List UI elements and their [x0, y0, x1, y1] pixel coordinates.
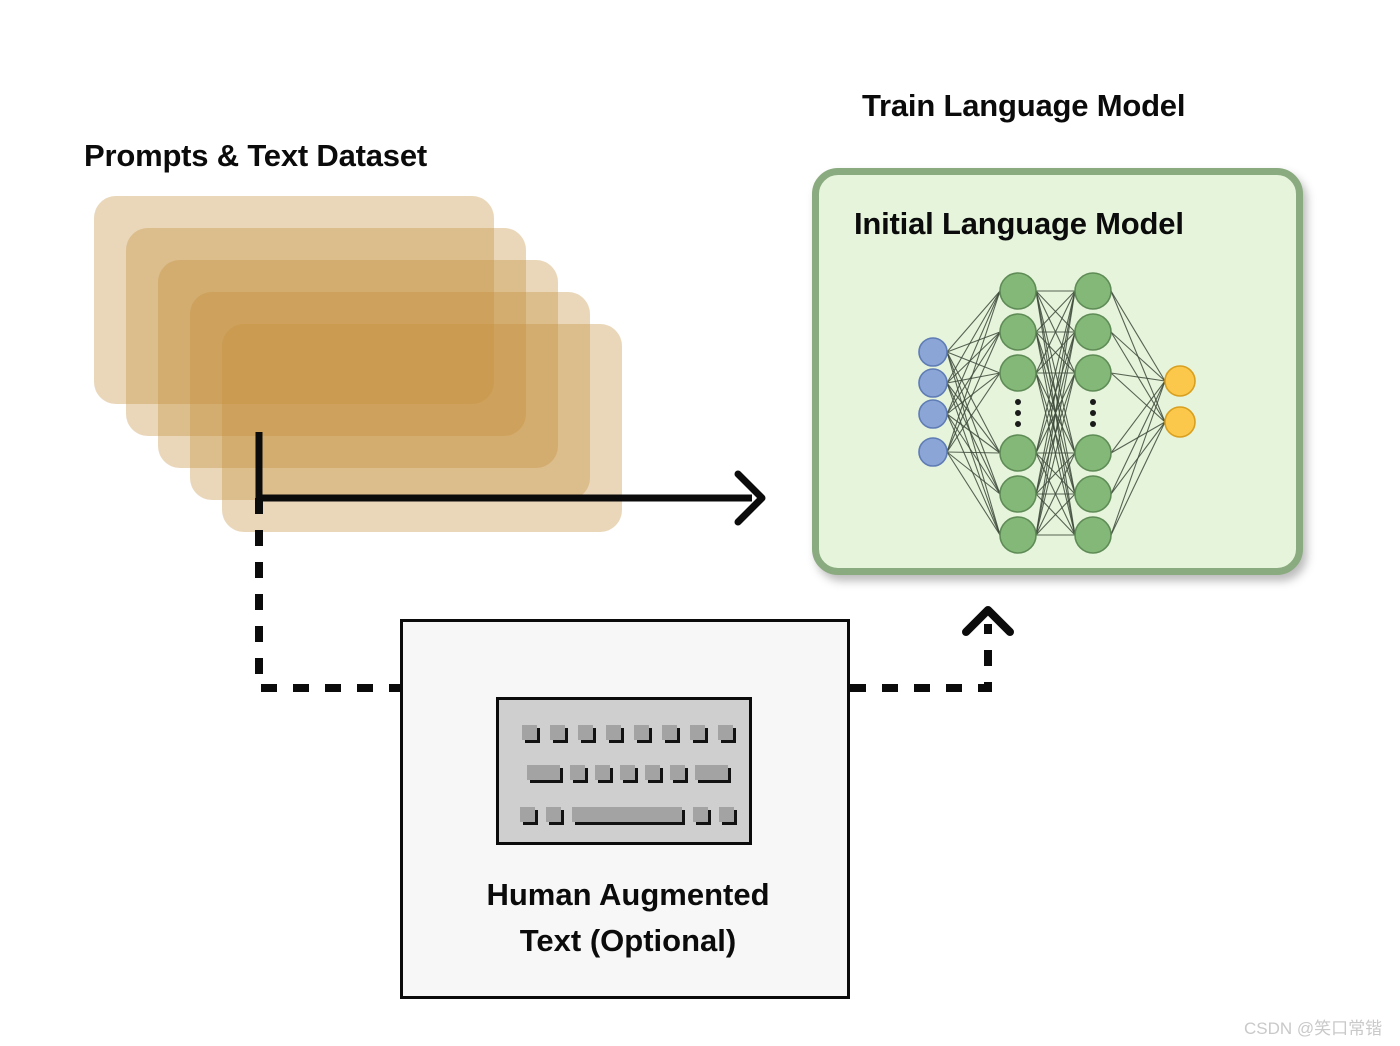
keyboard-icon — [496, 697, 752, 845]
keyboard-key — [520, 807, 535, 822]
human-to-model-dashed-arrow — [850, 606, 1014, 692]
keyboard-key — [526, 765, 560, 780]
nn-hidden-layer-1 — [999, 272, 1037, 554]
keyboard-key — [693, 807, 708, 822]
keyboard-key — [594, 765, 610, 780]
keyboard-key — [619, 765, 635, 780]
initial-language-model-label: Initial Language Model — [854, 206, 1184, 241]
nn-output-layer — [1164, 365, 1196, 438]
keyboard-key — [689, 725, 705, 740]
initial-language-model-box — [812, 168, 1303, 575]
nn-hidden-layer-2 — [1074, 272, 1112, 554]
keyboard-key — [644, 765, 660, 780]
keyboard-key — [546, 807, 561, 822]
keyboard-row-1 — [499, 725, 755, 740]
train-language-model-title: Train Language Model — [862, 88, 1186, 123]
keyboard-key — [549, 725, 565, 740]
keyboard-key — [719, 807, 734, 822]
nn-input-layer — [918, 337, 948, 467]
keyboard-key — [605, 725, 621, 740]
keyboard-key — [521, 725, 537, 740]
keyboard-key — [572, 807, 682, 822]
keyboard-key — [669, 765, 685, 780]
dashed-arrow-head — [962, 606, 1014, 636]
keyboard-key — [661, 725, 677, 740]
keyboard-row-3 — [499, 807, 755, 822]
dataset-to-model-arrow — [255, 432, 766, 526]
keyboard-key — [717, 725, 733, 740]
keyboard-key — [577, 725, 593, 740]
keyboard-key — [569, 765, 585, 780]
prompts-dataset-title: Prompts & Text Dataset — [84, 138, 428, 173]
keyboard-key — [694, 765, 728, 780]
solid-arrow-head — [734, 470, 766, 526]
keyboard-key — [633, 725, 649, 740]
human-label-line-2: Text (Optional) — [519, 923, 737, 958]
human-augmented-text-label: Human Augmented Text (Optional) — [403, 872, 853, 964]
nn-edges — [946, 290, 1166, 536]
dataset-to-human-dashed-line — [255, 498, 400, 692]
csdn-watermark: CSDN @笑口常锴 — [1244, 1019, 1383, 1038]
human-augmented-text-box: Human Augmented Text (Optional) — [400, 619, 850, 999]
keyboard-row-2 — [499, 765, 755, 780]
human-label-line-1: Human Augmented — [486, 877, 770, 912]
